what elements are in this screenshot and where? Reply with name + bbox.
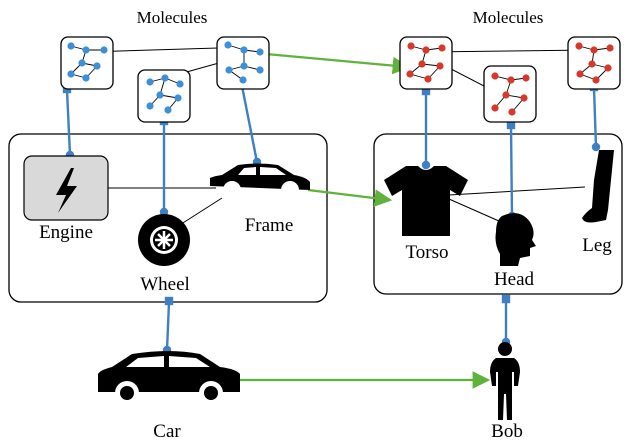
bob-molecules-title: Molecules <box>473 8 544 27</box>
tire-icon <box>138 214 190 266</box>
car-label: Car <box>153 421 181 441</box>
bob-parts-group <box>373 133 623 295</box>
car-silhouette-icon <box>210 163 310 199</box>
car-molecule-1 <box>60 36 114 90</box>
engine-label: Engine <box>39 222 93 243</box>
bob-label: Bob <box>491 421 523 441</box>
head-label: Head <box>494 269 535 290</box>
car-molecules-title: Molecules <box>137 8 208 27</box>
t-shirt-icon <box>384 166 468 236</box>
bob-molecule-2 <box>483 65 537 123</box>
person-icon <box>490 342 520 420</box>
wheel-label: Wheel <box>140 274 190 295</box>
torso-label: Torso <box>405 242 448 263</box>
leg-label: Leg <box>582 235 612 256</box>
car-molecule-2 <box>137 69 191 123</box>
car-molecule-3 <box>216 36 270 90</box>
analogy-arrows <box>240 52 491 389</box>
frame-label: Frame <box>245 215 294 236</box>
sedan-icon <box>98 351 240 405</box>
bob-molecule-1 <box>399 36 453 90</box>
lightning-bolt-icon <box>23 155 109 221</box>
bob-molecule-3 <box>567 36 621 90</box>
leg-icon <box>582 150 614 223</box>
head-profile-icon <box>495 213 536 266</box>
